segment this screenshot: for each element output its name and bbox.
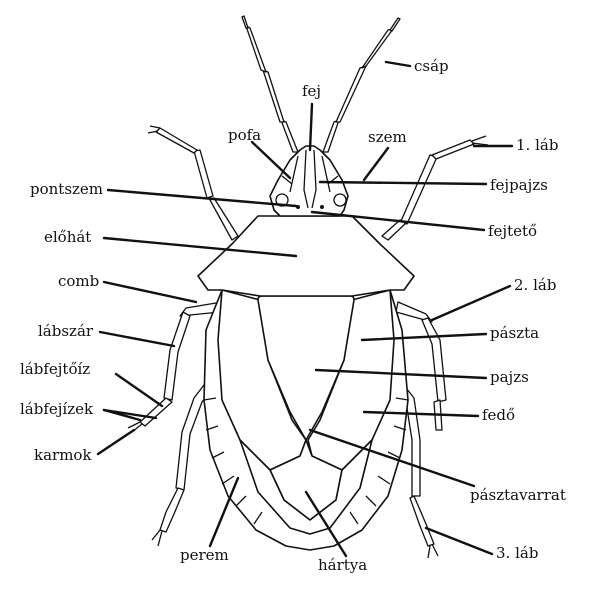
clypeus-lines <box>289 149 331 209</box>
leader-pasztavarrat <box>308 428 476 488</box>
label-fedo: fedő <box>482 406 516 424</box>
compound-eye-right <box>333 193 347 207</box>
label-szem: szem <box>368 128 407 146</box>
label-perem: perem <box>180 546 229 564</box>
leader-perem <box>208 476 240 548</box>
leg-mid-left <box>127 301 223 433</box>
leader-labfejtoiz <box>114 372 164 408</box>
leg-mid-right <box>395 301 447 431</box>
label-elohat: előhát <box>44 228 92 246</box>
label-comb: comb <box>58 272 100 290</box>
label-lab3: 3. láb <box>496 544 539 562</box>
leader-fejteto <box>310 210 486 232</box>
leader-lines <box>96 60 514 558</box>
hemelytra-lower <box>239 439 373 535</box>
leader-szem <box>362 146 390 182</box>
leader-fej <box>308 102 314 152</box>
head <box>269 145 349 217</box>
perem-segments <box>203 397 409 525</box>
label-pasztavarrat: pásztavarrat <box>470 486 566 504</box>
antenna-left <box>241 15 299 153</box>
label-hartya: hártya <box>318 556 368 574</box>
label-fejpajzs: fejpajzs <box>490 176 548 194</box>
leader-elohat <box>102 236 298 258</box>
label-csap: csáp <box>414 57 449 75</box>
antenna-right <box>322 17 401 153</box>
leader-fedo <box>362 410 480 418</box>
leader-comb <box>102 280 198 304</box>
leg-front-left <box>147 125 239 241</box>
label-karmok: karmok <box>34 446 92 464</box>
label-paszta: pászta <box>490 324 540 342</box>
label-pofa: pofa <box>228 126 262 144</box>
label-fejteto: fejtető <box>488 222 538 240</box>
label-fej: fej <box>302 82 322 100</box>
leader-fejpajzs <box>318 180 488 186</box>
leader-hartya <box>304 490 348 558</box>
leader-pajzs <box>314 368 488 380</box>
pronotum <box>197 215 415 297</box>
ocellus-right <box>320 205 324 209</box>
leader-pontszem <box>106 188 298 208</box>
leader-lab3 <box>424 526 494 556</box>
leader-labszar <box>98 330 176 348</box>
leader-csap <box>384 60 412 68</box>
leader-karmok <box>96 428 136 456</box>
label-pontszem: pontszem <box>30 180 104 198</box>
label-labszar: lábszár <box>38 322 94 340</box>
label-labfejizek: lábfejízek <box>20 400 94 418</box>
label-pajzs: pajzs <box>490 368 529 386</box>
label-labfejtoiz: lábfejtőíz <box>20 360 91 378</box>
leader-pofa <box>250 140 292 180</box>
leader-labfejizek-b <box>102 408 142 422</box>
label-lab2: 2. láb <box>514 276 557 294</box>
leader-paszta <box>360 332 488 342</box>
leg-front-right <box>381 135 489 241</box>
label-lab1: 1. láb <box>516 136 559 154</box>
leader-lab2 <box>430 284 512 322</box>
